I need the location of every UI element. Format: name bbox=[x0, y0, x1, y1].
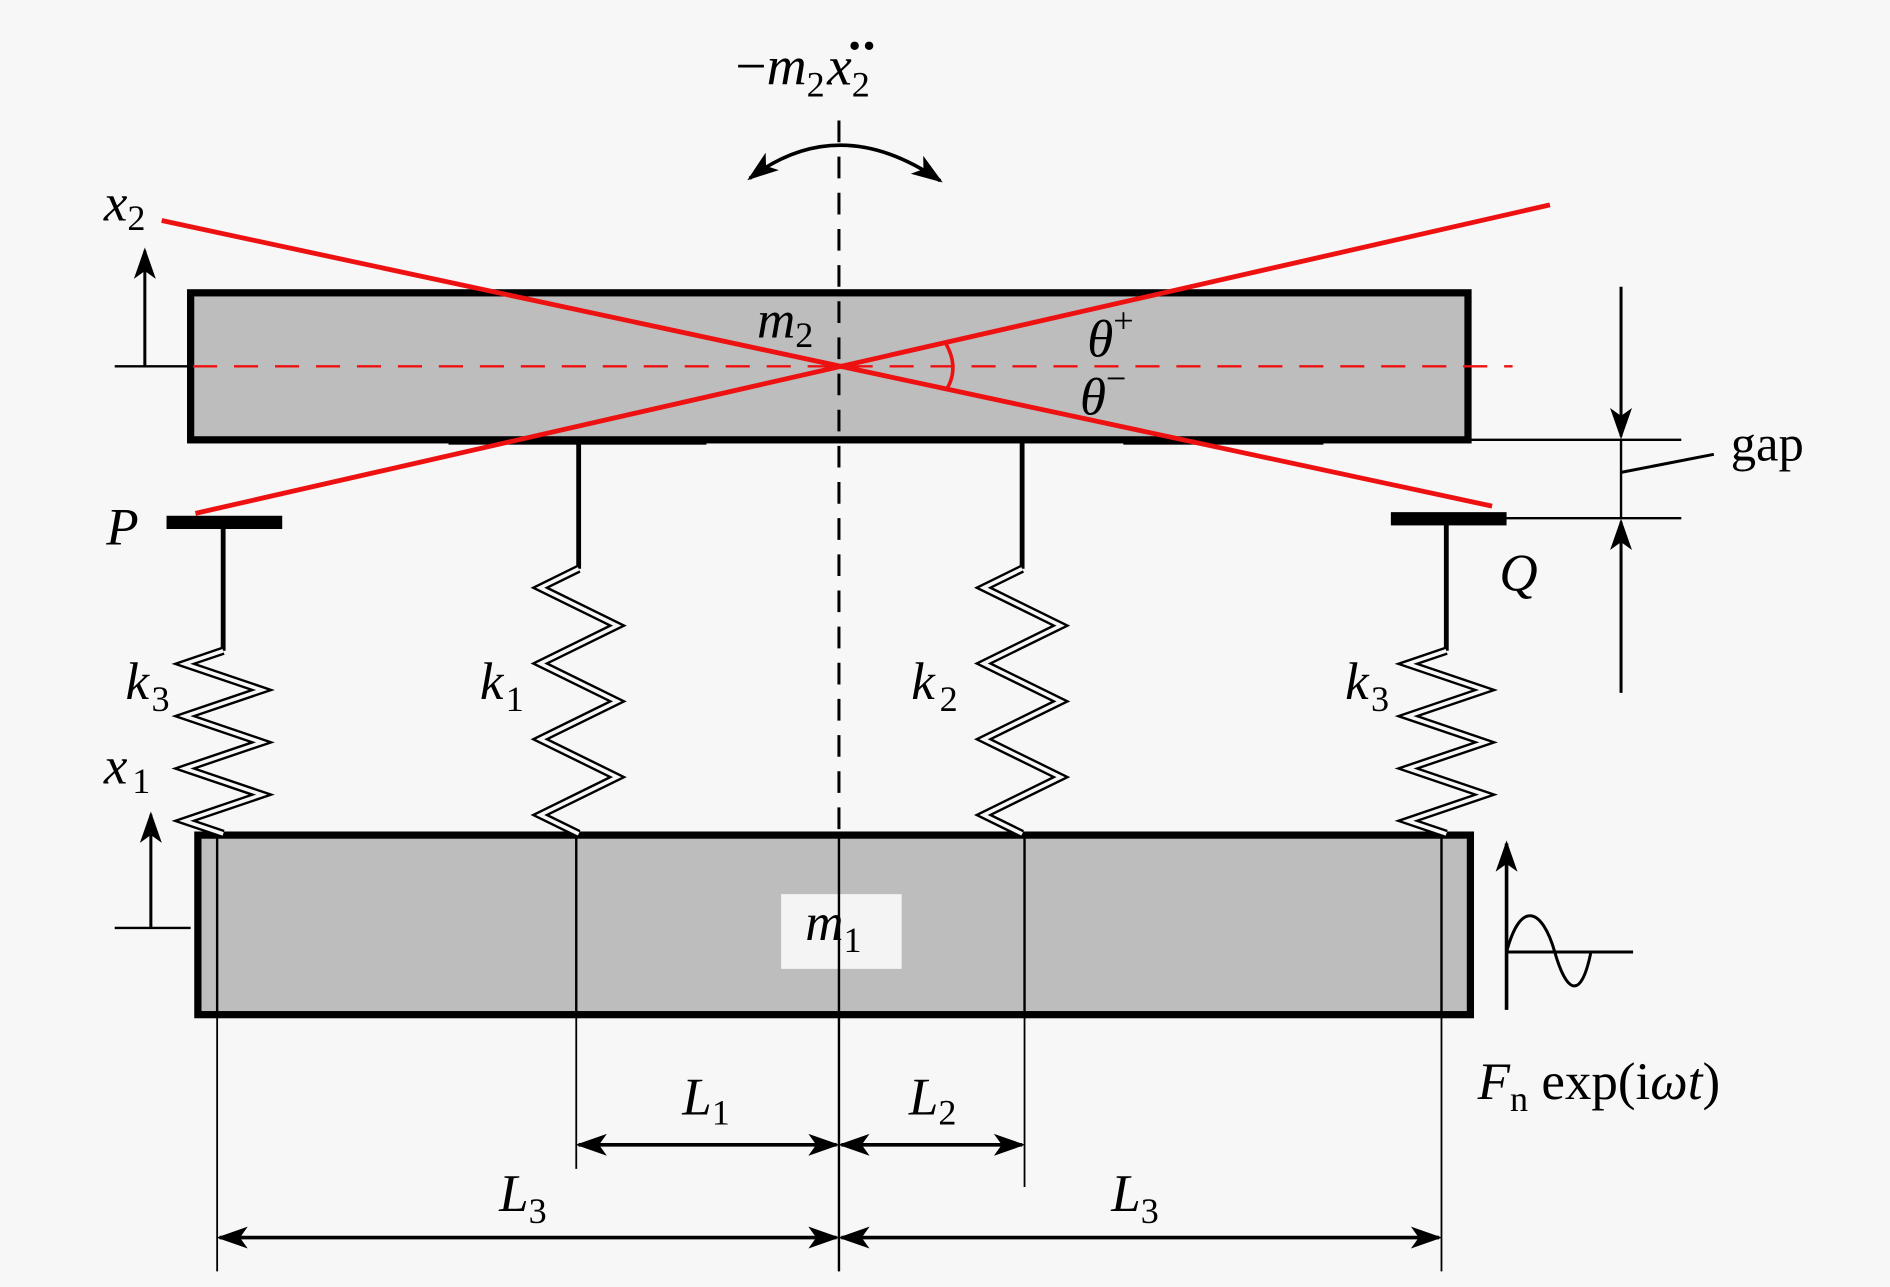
spring-k3-right-label: k3 bbox=[1345, 653, 1389, 719]
x1-arrow bbox=[114, 811, 191, 930]
force-label: Fn exp(iωt) bbox=[1477, 1053, 1720, 1119]
spring-k1-label: k1 bbox=[480, 653, 524, 719]
gap-label: gap bbox=[1731, 415, 1804, 471]
gap-dimension bbox=[1467, 286, 1715, 693]
spring-k3-left bbox=[171, 526, 275, 838]
spring-k1 bbox=[530, 442, 627, 838]
stopper-q bbox=[1390, 512, 1507, 526]
dimension-lines bbox=[216, 1014, 1443, 1272]
x2-label: x2 bbox=[103, 175, 146, 239]
l3-left-label: L3 bbox=[498, 1165, 547, 1231]
spring-k3-left-label: k3 bbox=[126, 653, 170, 719]
l3-right-label: L3 bbox=[1110, 1165, 1159, 1231]
m1-label: m1 bbox=[805, 894, 861, 960]
spring-k2 bbox=[973, 442, 1071, 838]
spring-k3-right bbox=[1394, 522, 1498, 838]
tilt-line-negative bbox=[161, 218, 1493, 509]
l2-label: L2 bbox=[908, 1069, 957, 1133]
stopper-p bbox=[166, 515, 283, 530]
theta-plus-label: θ+ bbox=[1087, 301, 1133, 369]
tilt-line-positive bbox=[194, 202, 1551, 516]
x2-arrow bbox=[114, 247, 191, 368]
l1-label: L1 bbox=[681, 1069, 730, 1133]
excitation-force-symbol bbox=[1495, 840, 1634, 1010]
theta-arc bbox=[943, 341, 955, 389]
m1-label-box bbox=[781, 894, 902, 969]
m2-label: m2 bbox=[757, 291, 813, 355]
double-dot-1 bbox=[850, 41, 859, 51]
inertia-force-label: −m2x2 bbox=[735, 35, 869, 104]
double-dot-2 bbox=[864, 41, 874, 51]
q-label: Q bbox=[1499, 544, 1537, 602]
rotation-arrow bbox=[747, 143, 943, 183]
theta-minus-label: θ− bbox=[1080, 358, 1126, 426]
mass-m1 bbox=[194, 831, 1475, 1019]
p-label: P bbox=[105, 499, 138, 557]
